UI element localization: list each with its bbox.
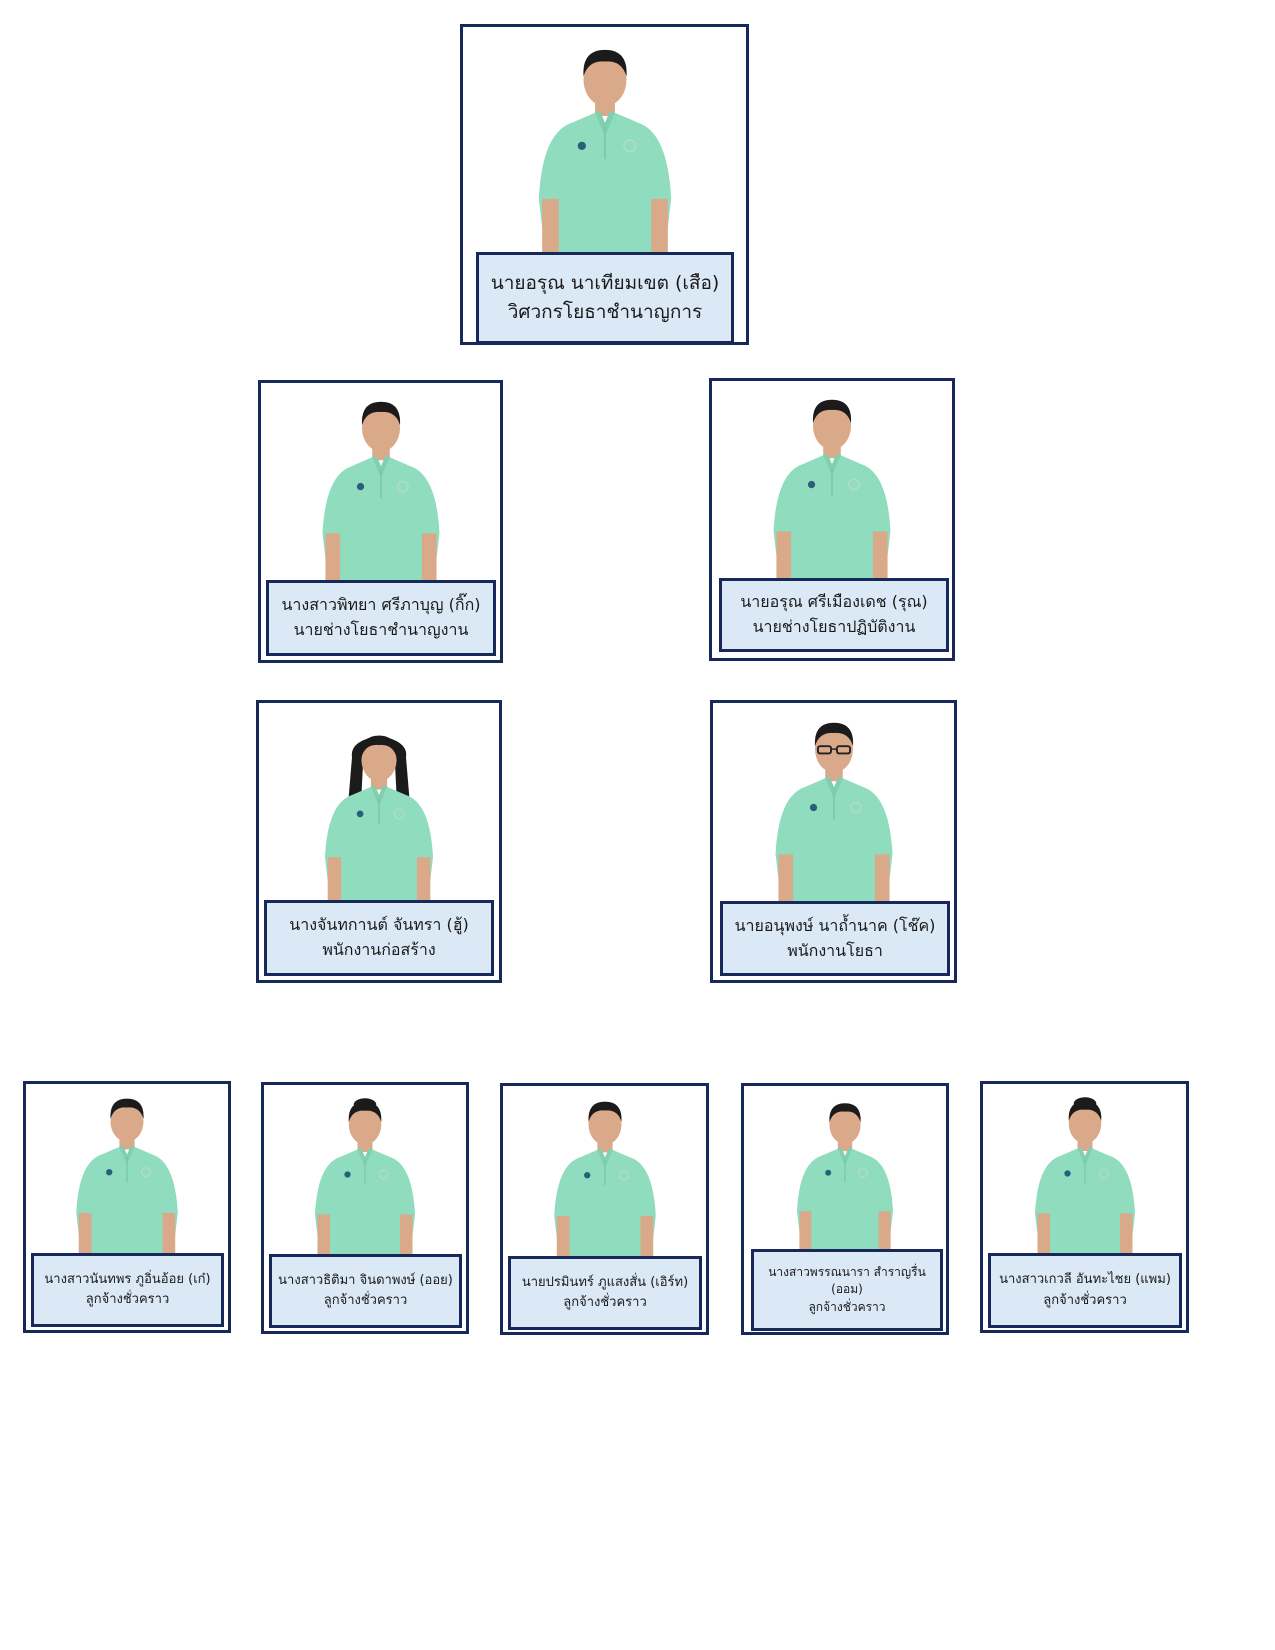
- staff-label: นางจันทกานต์ จันทรา (ฮู้) พนักงานก่อสร้า…: [264, 900, 494, 976]
- staff-position: ลูกจ้างชั่วคราว: [1043, 1292, 1127, 1308]
- staff-label: นายอนุพงษ์ นาถ้ำนาค (โช๊ค) พนักงานโยธา: [720, 901, 950, 976]
- staff-label: นางสาวนันทพร ภูอิ่นอ้อย (เก๋) ลูกจ้างชั่…: [31, 1253, 224, 1327]
- staff-label: นางสาวพรรณนารา สำราญรื่น (ออม) ลูกจ้างชั…: [751, 1249, 943, 1331]
- staff-position: ลูกจ้างชั่วคราว: [85, 1292, 170, 1307]
- staff-name: นางจันทกานต์ จันทรา (ฮู้): [289, 915, 469, 935]
- staff-name: นายอรุณ ศรีเมืองเดช (รุณ): [740, 592, 928, 612]
- person-figure: [538, 49, 671, 255]
- staff-position: นายช่างโยธาปฏิบัติงาน: [752, 617, 916, 636]
- staff-photo: [26, 1084, 228, 1330]
- staff-photo: [463, 27, 746, 342]
- staff-position: วิศวกรโยธาชำนาญการ: [507, 301, 703, 323]
- staff-position: ลูกจ้างชั่วคราว: [808, 1299, 886, 1314]
- person-figure: [76, 1098, 178, 1256]
- staff-photo: [503, 1086, 706, 1332]
- staff-photo: [264, 1085, 466, 1331]
- staff-card-tier4-1: นางสาวนันทพร ภูอิ่นอ้อย (เก๋) ลูกจ้างชั่…: [23, 1081, 231, 1333]
- person-figure: [315, 1098, 415, 1257]
- staff-name: นางสาวนันทพร ภูอิ่นอ้อย (เก๋): [44, 1271, 211, 1287]
- staff-name: นายอรุณ นาเทียมเขต (เสือ): [490, 271, 720, 294]
- staff-card-head: นายอรุณ นาเทียมเขต (เสือ) วิศวกรโยธาชำนา…: [460, 24, 749, 345]
- staff-position: นายช่างโยธาชำนาญงาน: [293, 620, 469, 639]
- staff-photo: [712, 381, 952, 658]
- person-figure: [553, 1101, 656, 1259]
- staff-card-tier2-2: นายอรุณ ศรีเมืองเดช (รุณ) นายช่างโยธาปฏิ…: [709, 378, 955, 661]
- staff-position: พนักงานโยธา: [787, 940, 883, 960]
- staff-card-tier4-5: นางสาวเกวลี อันทะไชย (แพม) ลูกจ้างชั่วคร…: [980, 1081, 1189, 1333]
- staff-photo: [261, 383, 500, 660]
- person-figure: [1034, 1097, 1135, 1256]
- person-figure: [325, 735, 433, 903]
- person-figure: [322, 401, 439, 583]
- staff-label: นายอรุณ ศรีเมืองเดช (รุณ) นายช่างโยธาปฏิ…: [719, 578, 949, 652]
- staff-card-tier4-4: นางสาวพรรณนารา สำราญรื่น (ออม) ลูกจ้างชั…: [741, 1083, 949, 1335]
- staff-label: นายปรมินทร์ ภูแสงสั่น (เอิร์ท) ลูกจ้างชั…: [508, 1256, 702, 1330]
- staff-card-tier3-2: นายอนุพงษ์ นาถ้ำนาค (โช๊ค) พนักงานโยธา: [710, 700, 957, 983]
- staff-position: ลูกจ้างชั่วคราว: [563, 1295, 647, 1310]
- staff-name: นางสาวพรรณนารา สำราญรื่น: [768, 1264, 926, 1279]
- staff-card-tier4-2: นางสาวธิติมา จินดาพงษ์ (ออย) ลูกจ้างชั่ว…: [261, 1082, 469, 1334]
- staff-name: นายปรมินทร์ ภูแสงสั่น (เอิร์ท): [521, 1274, 689, 1290]
- staff-position: พนักงานก่อสร้าง: [322, 940, 436, 959]
- staff-name: นายอนุพงษ์ นาถ้ำนาค (โช๊ค): [734, 915, 936, 935]
- staff-card-tier3-1: นางจันทกานต์ จันทรา (ฮู้) พนักงานก่อสร้า…: [256, 700, 502, 983]
- staff-nickname: (ออม): [831, 1282, 863, 1297]
- staff-photo: [744, 1086, 946, 1332]
- staff-photo: [983, 1084, 1186, 1330]
- staff-card-tier4-3: นายปรมินทร์ ภูแสงสั่น (เอิร์ท) ลูกจ้างชั…: [500, 1083, 709, 1335]
- person-figure: [797, 1103, 893, 1252]
- staff-card-tier2-1: นางสาวพิทยา ศรีภาบุญ (กิ๊ก) นายช่างโยธาช…: [258, 380, 503, 663]
- person-figure: [775, 722, 892, 904]
- staff-photo: [713, 703, 954, 980]
- person-figure: [773, 399, 891, 581]
- staff-label: นางสาวพิทยา ศรีภาบุญ (กิ๊ก) นายช่างโยธาช…: [266, 580, 496, 656]
- staff-position: ลูกจ้างชั่วคราว: [323, 1293, 408, 1308]
- staff-name: นางสาวธิติมา จินดาพงษ์ (ออย): [278, 1272, 453, 1288]
- staff-label: นายอรุณ นาเทียมเขต (เสือ) วิศวกรโยธาชำนา…: [476, 252, 734, 344]
- staff-label: นางสาวธิติมา จินดาพงษ์ (ออย) ลูกจ้างชั่ว…: [269, 1254, 462, 1328]
- staff-photo: [259, 703, 499, 980]
- staff-name: นางสาวพิทยา ศรีภาบุญ (กิ๊ก): [281, 595, 481, 615]
- staff-name: นางสาวเกวลี อันทะไชย (แพม): [999, 1272, 1171, 1288]
- staff-label: นางสาวเกวลี อันทะไชย (แพม) ลูกจ้างชั่วคร…: [988, 1253, 1182, 1328]
